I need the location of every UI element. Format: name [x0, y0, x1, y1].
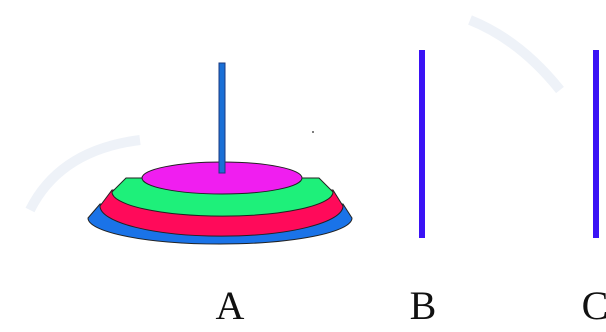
peg-b-label: B: [409, 283, 437, 328]
watermark-swirl-right: [468, 15, 564, 94]
watermark-swirl-left: [25, 135, 141, 213]
peg-a-label: A: [215, 283, 245, 328]
disk-stack-a: [87, 161, 353, 245]
peg-c-label: C: [581, 283, 606, 328]
peg-a: [218, 62, 226, 174]
peg-c: [593, 50, 599, 238]
stray-dot: [312, 131, 314, 133]
peg-b: [419, 50, 425, 238]
